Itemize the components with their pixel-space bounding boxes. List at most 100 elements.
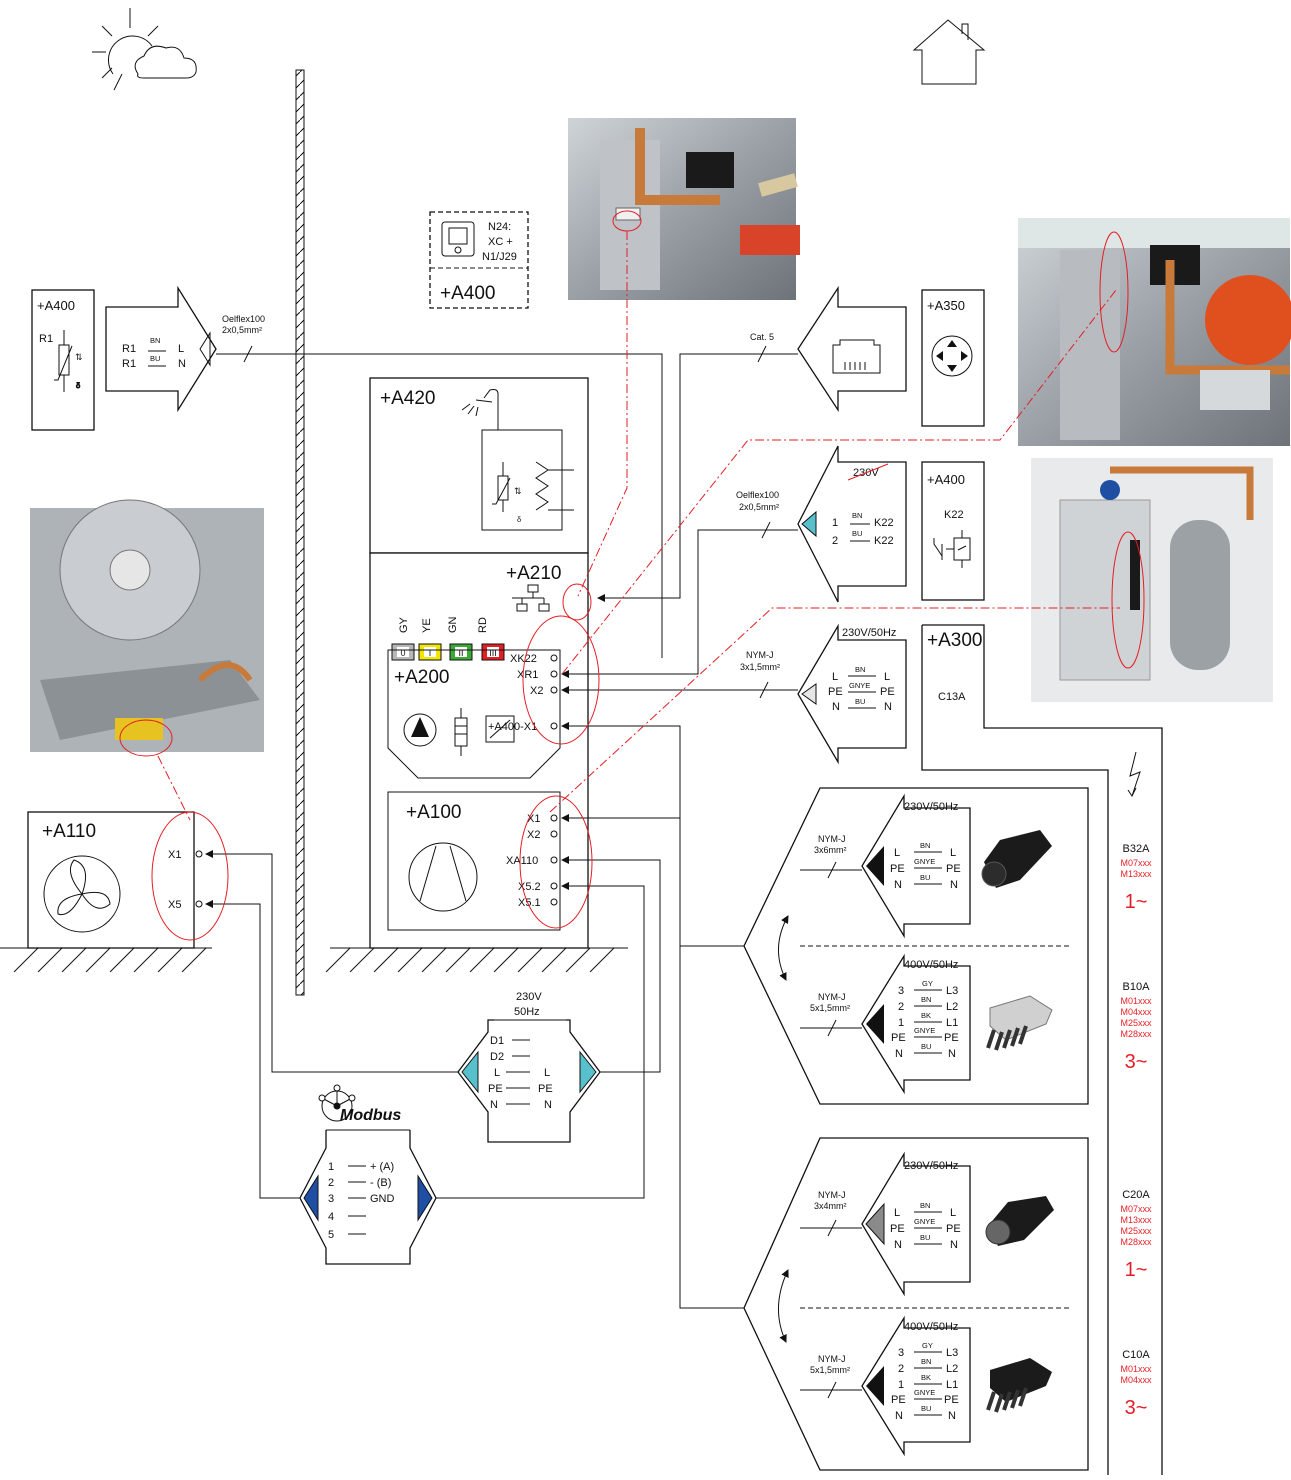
relay-arrow-block: 230V 1 2 BN BU K22 K22 <box>797 445 907 603</box>
a100-label: +A100 <box>406 802 461 823</box>
opt1-bn: BN <box>920 841 930 850</box>
opt1-pe: PE <box>890 863 905 875</box>
opt3-l: L <box>894 1207 900 1219</box>
relay-cable-type: Oelflex100 <box>736 490 779 500</box>
a200-label: +A200 <box>394 667 449 688</box>
a110-x5: X5 <box>168 899 181 911</box>
p230-v2: 50Hz <box>514 1006 540 1018</box>
fuse-model: M01xxx <box>1120 1364 1152 1374</box>
fuse-model: M01xxx <box>1120 996 1152 1006</box>
a300-box: +A300 C13A <box>921 624 1163 1475</box>
fuse-model: M13xxx <box>1120 1215 1152 1225</box>
opt3-bu: BU <box>920 1233 930 1242</box>
power-230v-block: 230V 50Hz D1 D2 L L PE PE N N <box>457 991 601 1143</box>
relay-p2: 2 <box>832 535 838 547</box>
opt3-cable-size: 3x4mm² <box>814 1201 847 1211</box>
modbus-p1: 1 <box>328 1161 334 1173</box>
relay-k2: K22 <box>874 535 894 547</box>
room-n24-line3: N1/J29 <box>482 251 517 263</box>
sensor-r1b: R1 <box>122 358 136 370</box>
p230-n1: N <box>490 1099 498 1111</box>
a100-box: +A100 X1 X2 XA110 X5.2 X5.1 <box>387 791 561 931</box>
svg-text:δ: δ <box>76 381 80 390</box>
modbus-s3: GND <box>370 1193 395 1205</box>
compressor-icon <box>408 842 478 912</box>
opt3-gnye: GNYE <box>914 1217 935 1226</box>
room-unit-icon <box>441 221 475 257</box>
fuse-model: M25xxx <box>1120 1018 1152 1028</box>
ground-outdoor <box>0 947 212 973</box>
opt4-n2: N <box>948 1410 956 1422</box>
fuse-model: M07xxx <box>1120 858 1152 868</box>
relay-cable-size: 2x0,5mm² <box>739 502 779 512</box>
house-icon <box>912 19 986 85</box>
term-a400x1: +A400-X1 <box>488 721 537 733</box>
a100-x2: X2 <box>527 829 540 841</box>
opt1-cable-type: NYM-J <box>818 834 846 844</box>
opt3-n2: N <box>950 1239 958 1251</box>
a350-label: +A350 <box>927 298 965 313</box>
a400-room-unit: N24: XC + N1/J29 +A400 <box>429 211 529 309</box>
photo-compressor <box>1031 458 1273 702</box>
sensor-bn: BN <box>150 336 160 345</box>
supply-bn: BN <box>855 665 865 674</box>
modbus-s2: - (B) <box>370 1177 391 1189</box>
fuse-phase: 1~ <box>1125 891 1148 913</box>
opt3-pe2: PE <box>946 1223 961 1235</box>
fuse-list: B32AM07xxxM13xxx1~B10AM01xxxM04xxxM25xxx… <box>1120 843 1152 1419</box>
modbus-title: Modbus <box>340 1107 401 1124</box>
a350-box: +A350 <box>921 289 985 427</box>
opt2-l2: L2 <box>946 1001 958 1013</box>
photo-controller-box <box>568 118 800 300</box>
svg-text:⇅: ⇅ <box>75 352 83 362</box>
opt3-bn: BN <box>920 1201 930 1210</box>
fuse-model: M28xxx <box>1120 1029 1152 1039</box>
lightning-icon <box>1127 751 1141 797</box>
opt4-bu: BU <box>921 1404 931 1413</box>
opt2-l1: L1 <box>946 1017 958 1029</box>
option-4-400v: 400V/50Hz 3 2 1 PE N GY BN BK GNYE BU L3… <box>800 1315 1052 1457</box>
option-1-230v: 230V/50Hz L PE N BN GNYE BU L PE N NYM-J… <box>800 793 1052 939</box>
supply-voltage: 230V/50Hz <box>842 627 896 639</box>
a300-c13a: C13A <box>938 691 966 703</box>
code-label: I <box>429 648 432 658</box>
connector-icon <box>986 1358 1052 1413</box>
supply-pe: PE <box>828 686 843 698</box>
p230-v1: 230V <box>516 991 542 1003</box>
relay-p1: 1 <box>832 517 838 529</box>
supply-n2: N <box>884 701 892 713</box>
relay-k-label: K22 <box>944 509 964 521</box>
red-callouts <box>119 210 1145 941</box>
relay-bn: BN <box>852 511 862 520</box>
modbus-p4: 4 <box>328 1211 334 1223</box>
sun-cloud-icon <box>92 8 197 91</box>
wall <box>295 69 305 996</box>
interconnect-wires <box>205 814 681 1199</box>
a420-label: +A420 <box>380 388 435 409</box>
p230-l1: L <box>494 1067 500 1079</box>
opt2-l3: L3 <box>946 985 958 997</box>
color-ye: YE <box>421 618 433 633</box>
network-arrow-block <box>797 285 907 413</box>
photo-indoor-unit <box>1018 218 1291 446</box>
supply-cable-size: 3x1,5mm² <box>740 662 780 672</box>
room-n24-line2: XC + <box>488 236 513 248</box>
color-gn: GN <box>447 616 459 633</box>
relay-k1: K22 <box>874 517 894 529</box>
modbus-s1: + (A) <box>370 1161 394 1173</box>
fuse-phase: 3~ <box>1125 1051 1148 1073</box>
a400x1-wire <box>562 726 744 1309</box>
opt4-l1: L1 <box>946 1379 958 1391</box>
sensor-bu: BU <box>150 354 160 363</box>
a400-relay-label: +A400 <box>927 472 965 487</box>
code-label: II <box>458 648 463 658</box>
term-x2: X2 <box>530 685 543 697</box>
a420-box: +A420 ⇅ δ <box>369 377 589 554</box>
option-3-230v: 230V/50Hz L PE N BN GNYE BU L PE N NYM-J… <box>800 1151 1054 1297</box>
fuse-model: M28xxx <box>1120 1237 1152 1247</box>
opt4-pe: PE <box>891 1394 906 1406</box>
opt2-gy: GY <box>922 979 933 988</box>
opt4-l3: L3 <box>946 1347 958 1359</box>
